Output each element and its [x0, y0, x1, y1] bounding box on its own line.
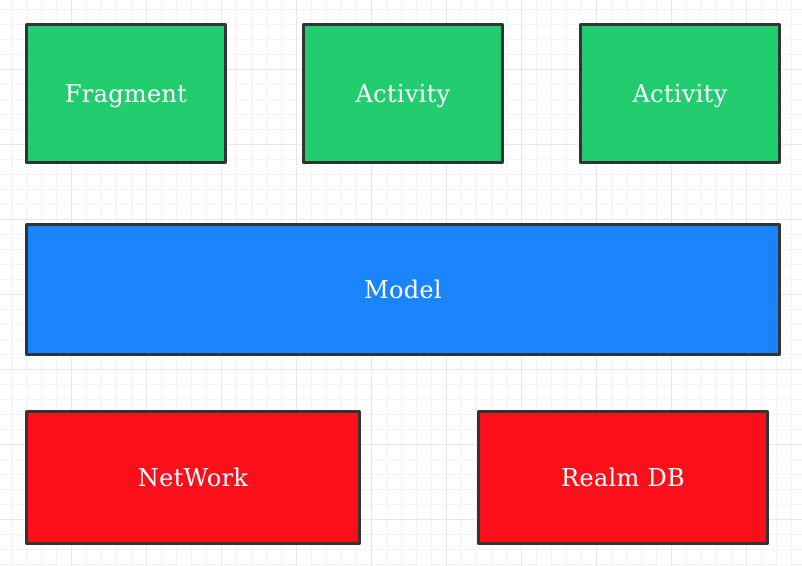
realm-db-box: Realm DB [477, 410, 769, 545]
model-box: Model [25, 223, 781, 356]
realm-db-label: Realm DB [561, 463, 685, 492]
activity-label-left: Activity [355, 79, 451, 108]
network-label: NetWork [137, 463, 249, 492]
model-label: Model [364, 275, 442, 304]
activity-box-right: Activity [579, 23, 781, 164]
activity-box-left: Activity [302, 23, 504, 164]
activity-label-right: Activity [632, 79, 728, 108]
network-box: NetWork [25, 410, 361, 545]
fragment-label: Fragment [64, 79, 188, 108]
fragment-box: Fragment [25, 23, 227, 164]
